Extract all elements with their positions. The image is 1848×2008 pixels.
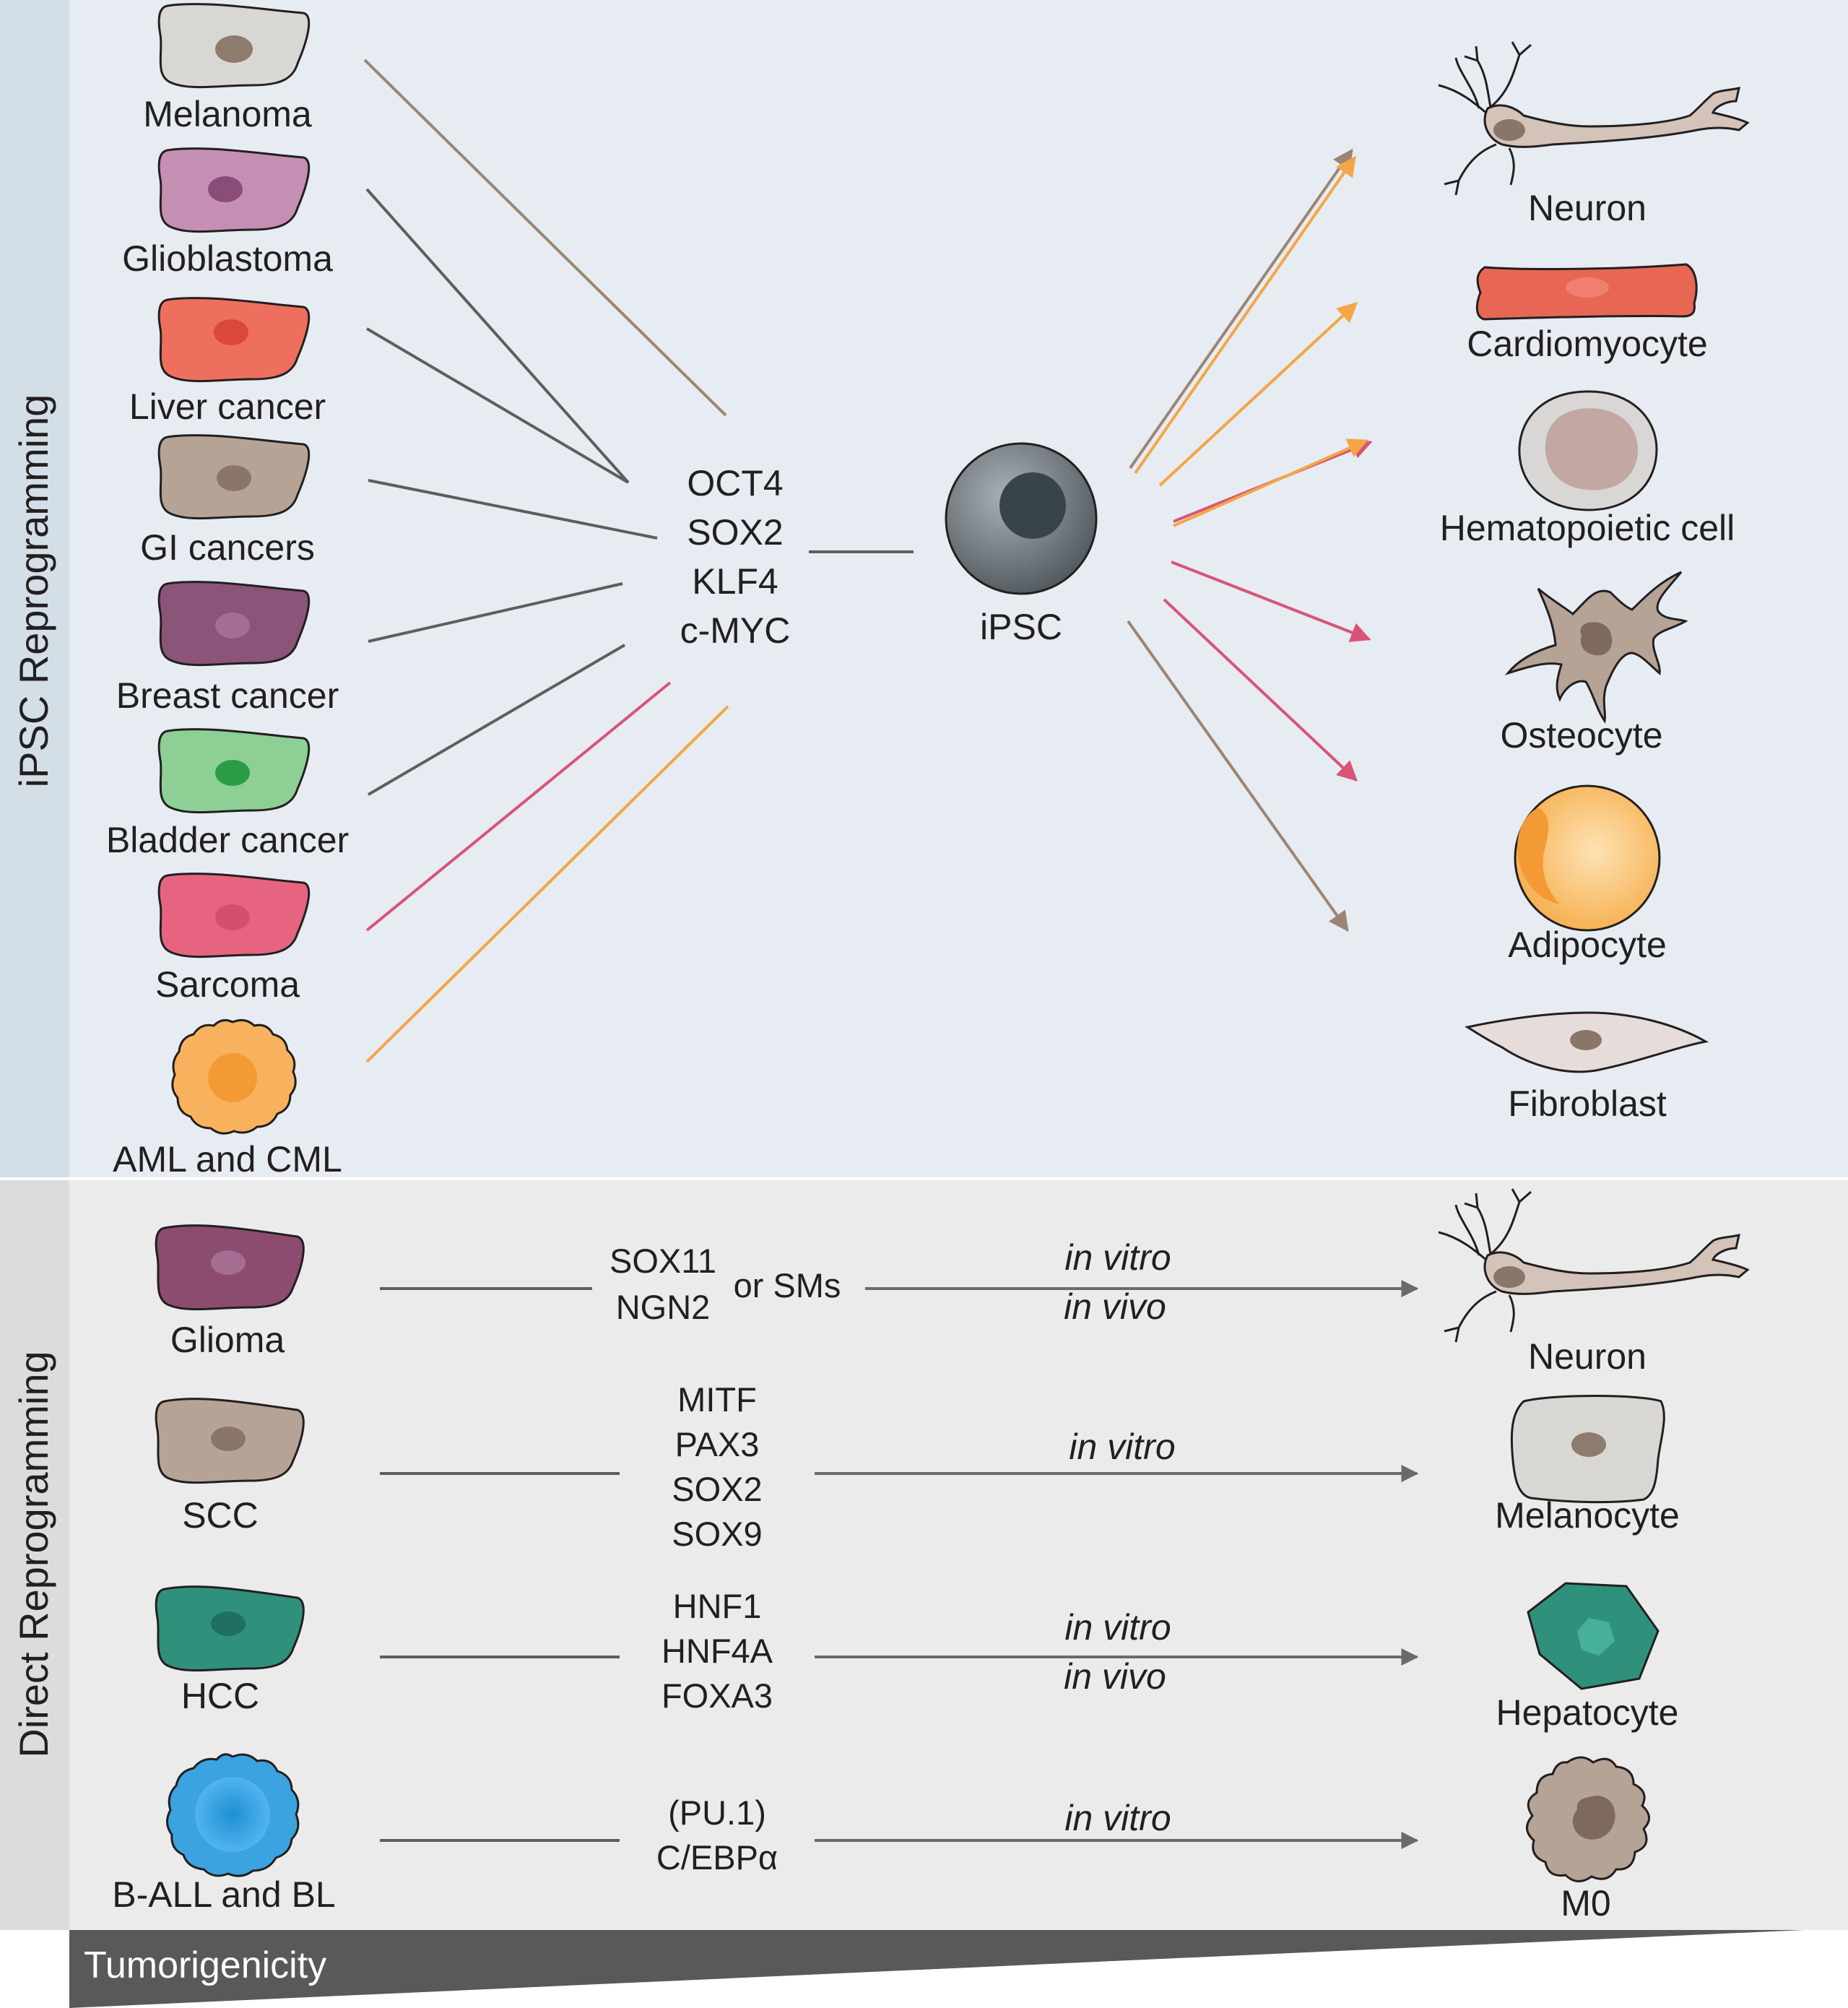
target-cell-cardiomyocyte: Cardiomyocyte (1467, 263, 1708, 364)
svg-text:Neuron: Neuron (1528, 1336, 1647, 1377)
svg-text:OCT4: OCT4 (687, 463, 783, 503)
svg-text:SOX2: SOX2 (672, 1470, 762, 1508)
svg-text:in vitro: in vitro (1064, 1237, 1171, 1278)
svg-text:SOX9: SOX9 (672, 1515, 762, 1553)
svg-text:FOXA3: FOXA3 (661, 1676, 773, 1715)
svg-text:MITF: MITF (677, 1380, 757, 1419)
source-cell-aml-and-cml: AML and CML (113, 1018, 342, 1180)
svg-text:KLF4: KLF4 (692, 561, 778, 602)
source-cell-sarcoma: Sarcoma (155, 873, 311, 1005)
svg-text:in vitro: in vitro (1064, 1607, 1171, 1648)
ipsc-to-target-arrows (1127, 148, 1373, 932)
direct-row-hcc: HCC HNF1 HNF4A FOXA3 in vitro in vivo He… (155, 1582, 1679, 1733)
svg-text:HNF4A: HNF4A (661, 1632, 773, 1670)
direct-row-b-all-bl: B-ALL and BL (PU.1) C/EBPα in vitro M0 (112, 1753, 1650, 1923)
tumorigenicity-label: Tumorigenicity (84, 1944, 326, 1986)
source-cell-bladder-cancer: Bladder cancer (106, 728, 349, 860)
svg-text:Fibroblast: Fibroblast (1508, 1083, 1667, 1124)
svg-text:PAX3: PAX3 (675, 1425, 760, 1463)
svg-text:Melanoma: Melanoma (143, 94, 312, 134)
reprogramming-factors: OCT4 SOX2 KLF4 c-MYC (680, 463, 791, 651)
direct-sidebar (0, 1179, 69, 1930)
direct-section-title: Direct Reprogramming (11, 1351, 56, 1757)
ipsc-label: iPSC (980, 607, 1062, 647)
svg-text:Hepatocyte: Hepatocyte (1496, 1692, 1679, 1733)
svg-text:or SMs: or SMs (734, 1266, 841, 1304)
svg-text:SOX2: SOX2 (687, 512, 783, 553)
target-cell-hematopoietic: Hematopoietic cell (1440, 390, 1735, 548)
svg-text:HCC: HCC (181, 1676, 259, 1716)
svg-text:SCC: SCC (182, 1495, 259, 1536)
svg-text:AML and CML: AML and CML (113, 1139, 342, 1180)
svg-text:Bladder cancer: Bladder cancer (106, 820, 349, 860)
source-cell-breast-cancer: Breast cancer (116, 581, 339, 716)
target-cell-adipocyte: Adipocyte (1508, 784, 1667, 965)
svg-text:in vitro: in vitro (1069, 1427, 1175, 1467)
svg-text:c-MYC: c-MYC (680, 610, 791, 651)
svg-text:in vivo: in vivo (1064, 1656, 1166, 1697)
svg-text:HNF1: HNF1 (673, 1587, 762, 1625)
svg-text:in vitro: in vitro (1064, 1798, 1171, 1838)
direct-row-scc: SCC MITF PAX3 SOX2 SOX9 in vitro Melanoc… (155, 1380, 1680, 1553)
target-cell-fibroblast: Fibroblast (1465, 1011, 1709, 1124)
svg-text:(PU.1): (PU.1) (668, 1793, 766, 1832)
direct-row-glioma: Glioma SOX11 NGN2 or SMs in vitro in viv… (155, 1188, 1750, 1377)
svg-text:in vivo: in vivo (1064, 1286, 1166, 1327)
target-cell-neuron: Neuron (1438, 41, 1750, 228)
svg-text:M0: M0 (1561, 1883, 1610, 1923)
svg-text:Glioblastoma: Glioblastoma (122, 238, 333, 279)
svg-text:GI cancers: GI cancers (140, 527, 315, 568)
svg-text:Neuron: Neuron (1528, 188, 1647, 228)
target-cell-osteocyte: Osteocyte (1500, 571, 1688, 756)
svg-text:NGN2: NGN2 (616, 1288, 711, 1326)
svg-text:SOX11: SOX11 (610, 1242, 716, 1280)
ipsc-section-title: iPSC Reprogramming (11, 394, 56, 788)
svg-text:C/EBPα: C/EBPα (656, 1838, 778, 1877)
source-to-factor-lines (363, 59, 729, 1063)
svg-text:Breast cancer: Breast cancer (116, 675, 339, 716)
svg-text:Osteocyte: Osteocyte (1500, 715, 1662, 756)
source-cell-gi-cancers: GI cancers (140, 434, 315, 568)
svg-text:Adipocyte: Adipocyte (1508, 925, 1667, 965)
svg-text:Sarcoma: Sarcoma (155, 964, 300, 1005)
ipsc-icon (945, 442, 1098, 595)
svg-text:B-ALL and BL: B-ALL and BL (112, 1874, 335, 1915)
source-cell-glioblastoma: Glioblastoma (122, 147, 333, 279)
source-cell-melanoma: Melanoma (143, 3, 312, 134)
svg-text:Liver cancer: Liver cancer (129, 386, 326, 427)
svg-text:Glioma: Glioma (170, 1320, 285, 1360)
ipsc-sidebar (0, 0, 69, 1179)
source-cell-liver-cancer: Liver cancer (129, 297, 326, 427)
tumorigenicity-bar (69, 1930, 1804, 2008)
svg-text:Hematopoietic cell: Hematopoietic cell (1440, 508, 1735, 548)
svg-text:Melanocyte: Melanocyte (1495, 1495, 1680, 1536)
svg-text:Cardiomyocyte: Cardiomyocyte (1467, 324, 1707, 364)
